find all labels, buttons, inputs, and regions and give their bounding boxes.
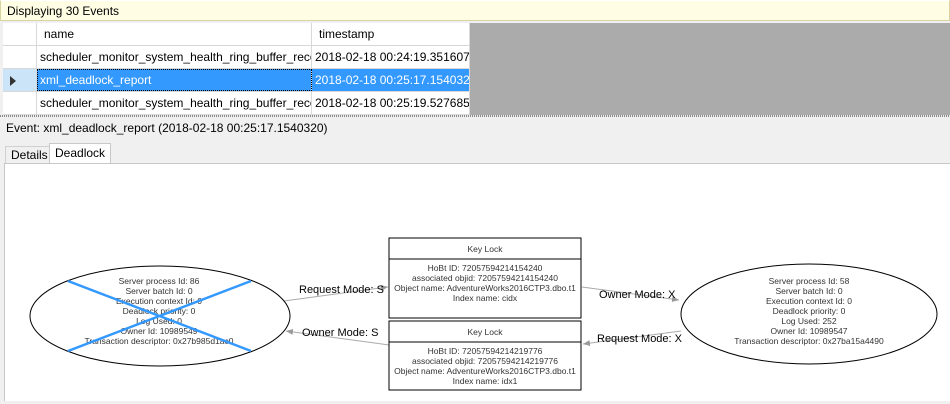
tab-details[interactable]: Details	[5, 146, 54, 164]
lock-line: associated objid: 72057594214154240	[412, 273, 558, 283]
cell-name[interactable]: xml_deadlock_report	[37, 69, 312, 91]
row-selector[interactable]	[3, 46, 37, 68]
process-line: Execution context Id: 0	[766, 296, 852, 306]
deadlock-graph-panel: Request Mode: S Owner Mode: S Owner Mode…	[4, 163, 950, 401]
current-row-arrow-icon	[10, 76, 16, 86]
process-line: Owner Id: 10989549	[120, 326, 197, 336]
lock-line: Object name: AdventureWorks2016CTP3.dbo.…	[394, 283, 576, 293]
cell-timestamp[interactable]: 2018-02-18 00:24:19.3516078	[312, 46, 470, 68]
process-node[interactable]: Server process Id: 58 Server batch Id: 0…	[680, 263, 938, 365]
cell-name[interactable]: scheduler_monitor_system_health_ring_buf…	[37, 46, 312, 68]
column-header-name[interactable]: name	[37, 23, 312, 45]
process-line: Deadlock priority: 0	[123, 306, 196, 316]
table-row[interactable]: scheduler_monitor_system_health_ring_buf…	[3, 46, 470, 69]
row-selector[interactable]	[3, 69, 37, 91]
process-line: Deadlock priority: 0	[773, 306, 846, 316]
event-count-banner: Displaying 30 Events	[0, 0, 950, 21]
edge-left-owner	[285, 328, 390, 346]
lock-line: Index name: cidx	[453, 293, 518, 303]
deadlock-graph: Request Mode: S Owner Mode: S Owner Mode…	[29, 237, 938, 391]
edge-label: Request Mode: X	[597, 333, 683, 345]
process-line: Transaction descriptor: 0x27b985d1ac0	[85, 336, 234, 346]
event-label: Event: xml_deadlock_report (2018-02-18 0…	[6, 121, 328, 135]
key-lock-node[interactable]: Key Lock HoBt ID: 72057594214154240 asso…	[388, 237, 582, 319]
cell-timestamp[interactable]: 2018-02-18 00:25:19.5276859	[312, 92, 470, 114]
lock-line: Index name: idx1	[453, 376, 518, 386]
process-line: Server batch Id: 0	[125, 286, 192, 296]
key-lock-node[interactable]: Key Lock HoBt ID: 72057594214219776 asso…	[388, 320, 582, 391]
process-line: Owner Id: 10989547	[770, 326, 847, 336]
table-row[interactable]: scheduler_monitor_system_health_ring_buf…	[3, 92, 470, 115]
process-line: Server process Id: 86	[119, 276, 200, 286]
victim-x-icon	[67, 279, 252, 353]
process-line: Log Used: 252	[781, 316, 837, 326]
lock-line: HoBt ID: 72057594214154240	[428, 263, 543, 273]
tab-deadlock[interactable]: Deadlock	[49, 143, 112, 164]
row-selector[interactable]	[3, 92, 37, 114]
lock-line: Object name: AdventureWorks2016CTP3.dbo.…	[394, 366, 576, 376]
row-header-corner	[3, 23, 37, 45]
lock-title: Key Lock	[468, 327, 504, 337]
grid-empty-area	[470, 23, 950, 116]
process-line: Execution context Id: 0	[116, 296, 202, 306]
edge-label: Request Mode: S	[299, 284, 384, 296]
splitter[interactable]	[0, 115, 950, 117]
edge-label: Owner Mode: S	[302, 327, 378, 339]
events-grid: name timestamp scheduler_monitor_system_…	[3, 23, 470, 116]
process-node-victim[interactable]: Server process Id: 86 Server batch Id: 0…	[29, 265, 291, 367]
edge-right-request	[582, 330, 682, 347]
lock-line: associated objid: 72057594214219776	[412, 356, 558, 366]
cell-name[interactable]: scheduler_monitor_system_health_ring_buf…	[37, 92, 312, 114]
grid-header: name timestamp	[3, 23, 470, 46]
process-line: Server batch Id: 0	[775, 286, 842, 296]
lock-title: Key Lock	[468, 244, 504, 254]
edge-label: Owner Mode: X	[599, 289, 676, 301]
process-line: Transaction descriptor: 0x27ba15a4490	[734, 336, 884, 346]
cell-timestamp[interactable]: 2018-02-18 00:25:17.1540320	[312, 69, 470, 91]
table-row-selected[interactable]: xml_deadlock_report 2018-02-18 00:25:17.…	[3, 69, 470, 92]
column-header-timestamp[interactable]: timestamp	[312, 23, 470, 45]
process-line: Log Used: 0	[136, 316, 182, 326]
process-line: Server process Id: 58	[769, 276, 850, 286]
edge-left-request	[283, 284, 389, 302]
edge-right-owner	[581, 286, 680, 303]
lock-line: HoBt ID: 72057594214219776	[428, 346, 543, 356]
